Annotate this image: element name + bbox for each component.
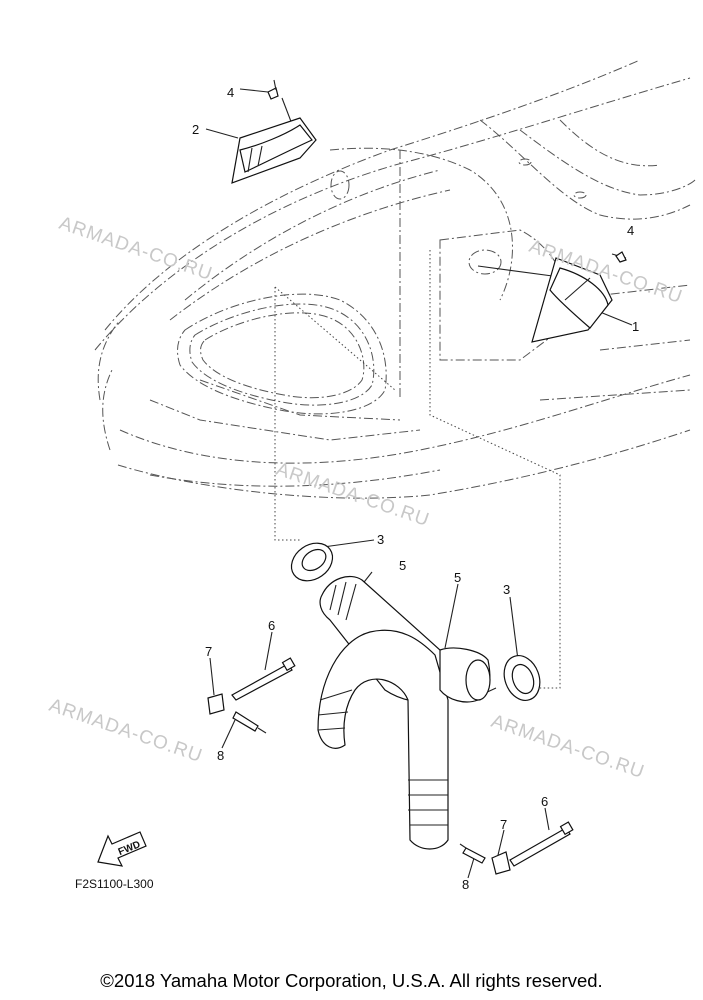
cable-tie-6-right: [509, 821, 574, 867]
callout-6: 6: [541, 794, 548, 809]
callout-3: 3: [503, 582, 510, 597]
watermark-text: ARMADA-CO.RU: [46, 695, 205, 767]
callout-6: 6: [268, 618, 275, 633]
callout-7: 7: [205, 644, 212, 659]
callout-2: 2: [192, 122, 199, 137]
screw-4-right: [615, 251, 627, 263]
rivet-8-left: [232, 711, 267, 734]
callout-8: 8: [462, 877, 469, 892]
hose-5: [317, 575, 491, 850]
duct-cover-right: [531, 257, 613, 343]
fwd-arrow: FWD: [97, 831, 147, 867]
screw-4-left: [267, 79, 279, 100]
clamp-7-right: [491, 851, 511, 875]
callout-5: 5: [454, 570, 461, 585]
diagram-code: F2S1100-L300: [75, 877, 154, 891]
callout-7: 7: [500, 817, 507, 832]
callout-5: 5: [399, 558, 406, 573]
callout-4: 4: [227, 85, 234, 100]
callout-3: 3: [377, 532, 384, 547]
seal-3-lower: [503, 655, 541, 701]
callout-labels: 4 2 4 1 3 5 5 3 6 7 8 6 7 8: [192, 85, 639, 892]
watermark-text: ARMADA-CO.RU: [273, 459, 432, 531]
copyright-notice: ©2018 Yamaha Motor Corporation, U.S.A. A…: [100, 970, 603, 991]
watermark-text: ARMADA-CO.RU: [488, 711, 647, 783]
duct-cover-left: [231, 117, 317, 184]
rivet-8-right: [459, 843, 486, 864]
seal-3-upper: [290, 542, 334, 582]
clamp-7-left: [207, 693, 225, 715]
callout-1: 1: [632, 319, 639, 334]
cable-tie-6-left: [231, 657, 296, 701]
callout-8: 8: [217, 748, 224, 763]
watermark-text: ARMADA-CO.RU: [56, 213, 215, 285]
callout-4: 4: [627, 223, 634, 238]
